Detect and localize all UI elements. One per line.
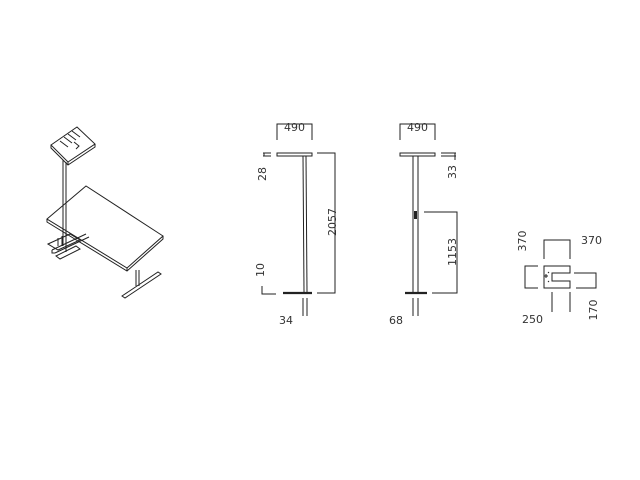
- dim-label-base-width: 370: [581, 234, 602, 247]
- lamp-head-isometric: [50, 126, 96, 166]
- dimension-base-depth: 370: [516, 231, 538, 289]
- dim-label-front-top-width: 490: [407, 121, 428, 134]
- dimension-front-pole-width: 68: [389, 298, 419, 327]
- dimension-front-top-thickness: 33: [441, 152, 459, 179]
- isometric-view: [46, 126, 164, 299]
- dim-label-base-foot: 170: [587, 300, 600, 321]
- dim-label-base-inner: 250: [522, 313, 543, 326]
- dim-label-front-top-thickness: 33: [446, 165, 459, 179]
- dimension-side-top-thickness: 28: [256, 152, 271, 181]
- side-elevation: 490 28 2057 10 34: [254, 121, 339, 327]
- dimension-front-top-width: 490: [399, 121, 436, 140]
- lamp-base-isometric: [46, 233, 82, 260]
- dimension-front-sensor-height: 1153: [424, 211, 459, 294]
- dimension-side-height: 2057: [317, 152, 339, 294]
- base-plate-outline: [543, 265, 571, 289]
- lamp-head-front: [399, 152, 436, 157]
- dimension-base-width: 370: [543, 234, 602, 259]
- lamp-head-side: [276, 152, 313, 157]
- dim-label-front-pole-width: 68: [389, 314, 403, 327]
- dimension-side-base-thickness: 10: [254, 263, 276, 295]
- desk-legs-isometric: [51, 233, 162, 299]
- dimension-base-foot: 170: [574, 272, 600, 321]
- dimension-side-pole-width: 34: [279, 298, 308, 327]
- dim-label-side-top-thickness: 28: [256, 167, 269, 181]
- dimension-base-inner: 250: [522, 292, 571, 326]
- dim-label-front-sensor-height: 1153: [446, 238, 459, 266]
- dim-label-side-top-width: 490: [284, 121, 305, 134]
- front-elevation: 490 33 1153 68: [389, 121, 459, 327]
- sensor-module: [414, 211, 417, 219]
- desk-top-isometric: [46, 185, 164, 272]
- dim-label-side-pole-width: 34: [279, 314, 293, 327]
- lamp-pole-side-right: [305, 155, 308, 293]
- dimension-side-top-width: 490: [276, 121, 313, 140]
- lamp-pole-side-left: [302, 155, 305, 293]
- base-plan-view: 370 370 250 170: [516, 231, 602, 327]
- dim-label-side-height: 2057: [326, 208, 339, 236]
- dim-label-side-base-thickness: 10: [254, 263, 267, 277]
- dim-label-base-depth: 370: [516, 231, 529, 252]
